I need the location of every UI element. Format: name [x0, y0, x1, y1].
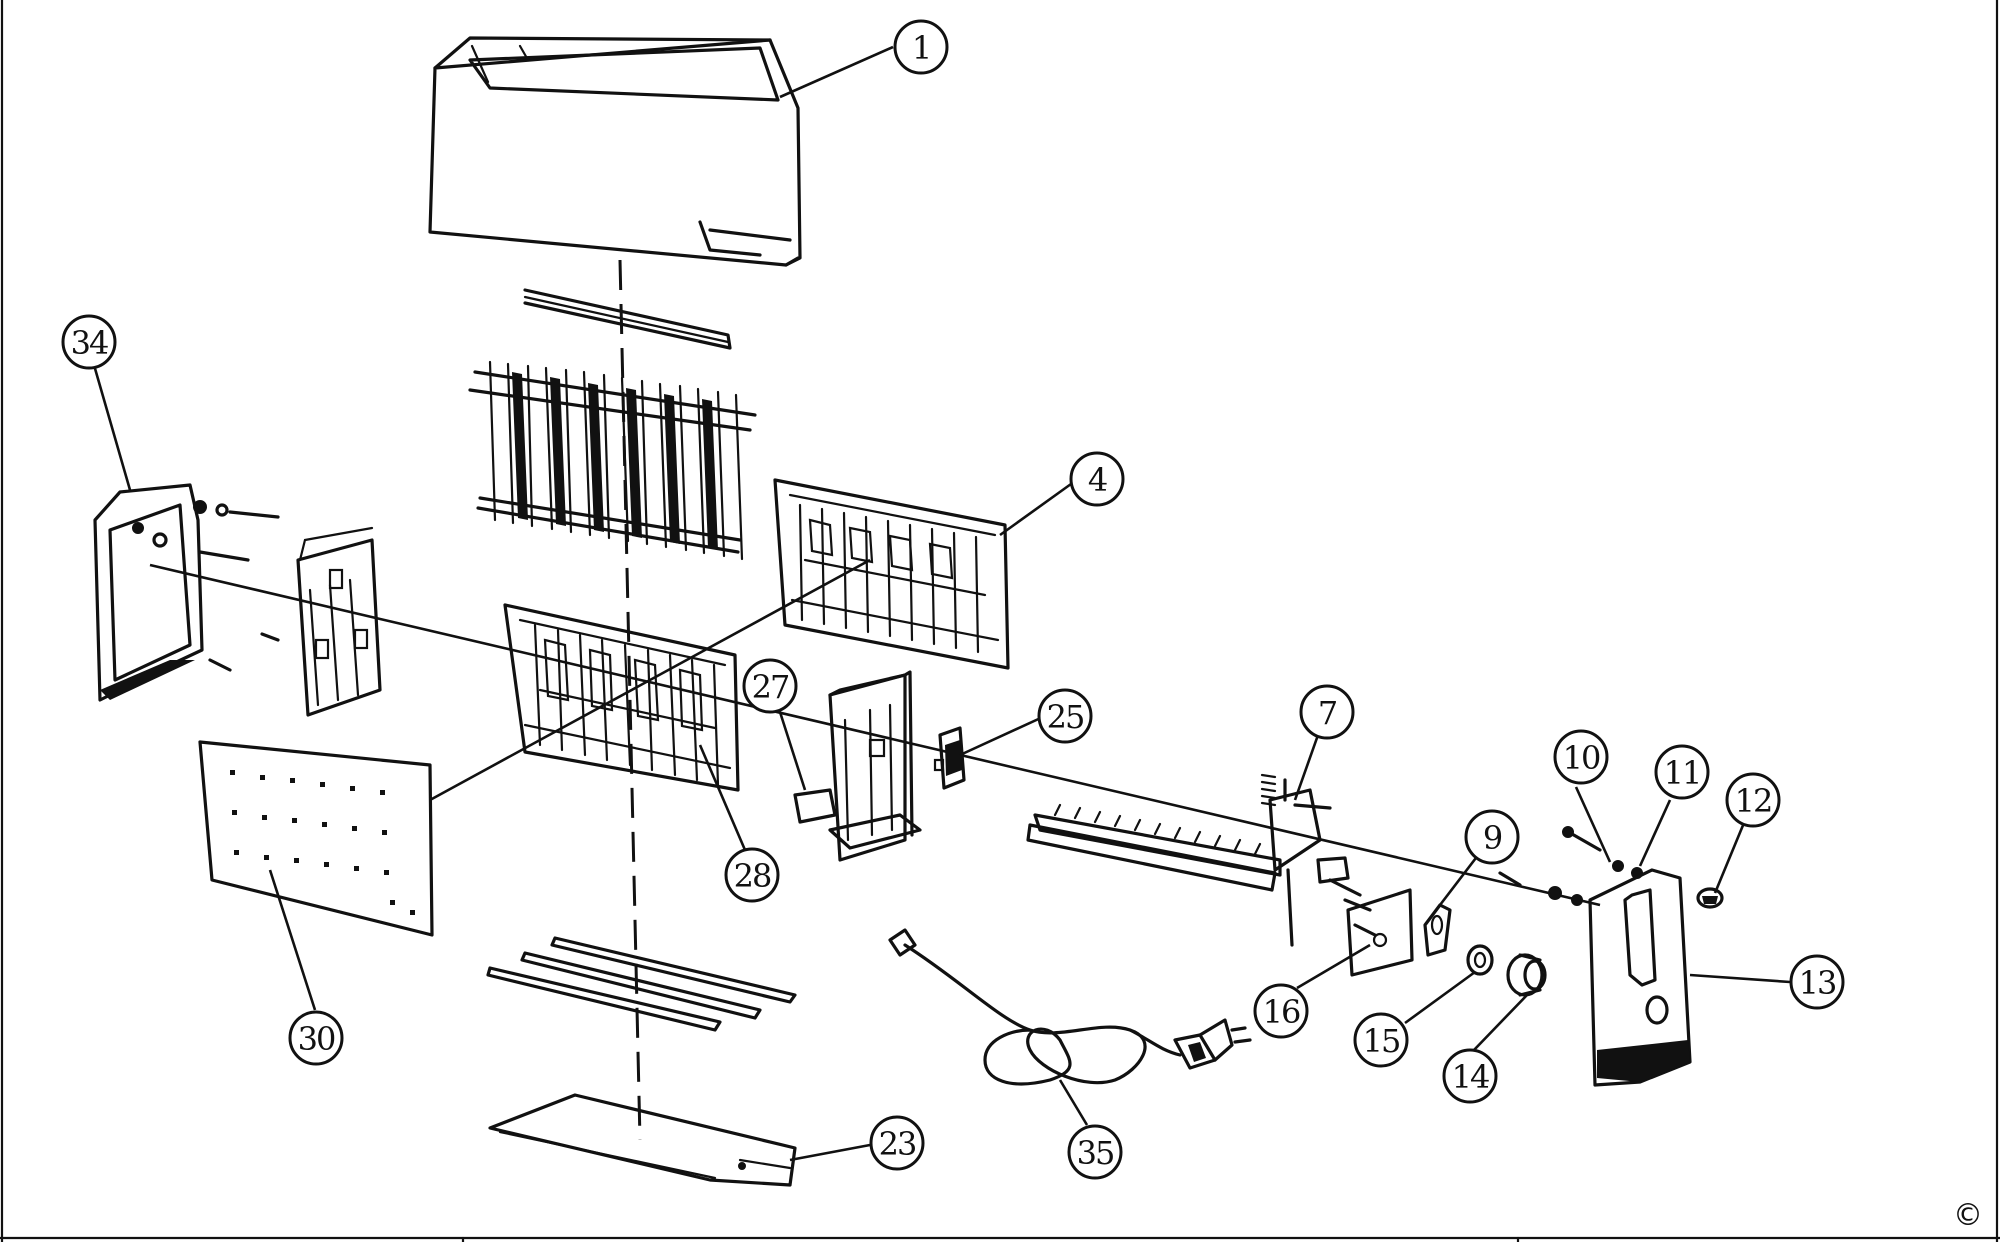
callout-30-label: 30 — [298, 1020, 335, 1058]
callout-10-label: 10 — [1563, 739, 1600, 777]
screws-10-11 — [1498, 826, 1643, 906]
callout-16-label: 16 — [1263, 993, 1300, 1031]
part-12-cap — [1696, 887, 1724, 909]
callout-30: 30 — [288, 1010, 344, 1066]
callout-27-label: 27 — [752, 668, 789, 706]
callout-12-label: 12 — [1735, 782, 1772, 820]
callout-11: 11 — [1654, 744, 1710, 800]
callout-12: 12 — [1725, 772, 1781, 828]
assembly-axis-lines — [149, 259, 1601, 1141]
callout-4-label: 4 — [1088, 461, 1107, 499]
part-1-housing — [428, 36, 802, 267]
callout-16: 16 — [1253, 983, 1309, 1039]
part-15-ring — [1466, 944, 1494, 976]
part-30-reflector-plate — [198, 740, 434, 937]
upper-rods — [523, 288, 732, 350]
part-27-carriage-frame — [793, 670, 922, 862]
part-28-front-element-panel — [503, 603, 740, 792]
callout-4: 4 — [1069, 451, 1125, 507]
part-7-lift-lever-assembly — [1026, 773, 1350, 947]
callout-11-label: 11 — [1664, 754, 1701, 792]
callout-13-label: 13 — [1799, 964, 1836, 1002]
part-35-power-cord — [888, 928, 1252, 1086]
callout-7: 7 — [1299, 684, 1355, 740]
callout-35: 35 — [1067, 1124, 1123, 1180]
part-25-switch-block — [933, 726, 966, 790]
callout-10: 10 — [1553, 729, 1609, 785]
callout-7-label: 7 — [1318, 694, 1337, 732]
callout-9: 9 — [1464, 809, 1520, 865]
copyright-mark: © — [1953, 1198, 1983, 1233]
callout-23-label: 23 — [879, 1125, 916, 1163]
callout-34-label: 34 — [71, 324, 108, 362]
callout-27: 27 — [742, 658, 798, 714]
callout-35-label: 35 — [1077, 1134, 1114, 1172]
part-4-rear-element-panel — [773, 478, 1010, 670]
callout-9-label: 9 — [1483, 819, 1502, 857]
part-14-button — [1506, 953, 1547, 997]
part-13-right-end-cap — [1588, 868, 1692, 1087]
callout-1: 1 — [893, 19, 949, 75]
callout-13: 13 — [1789, 954, 1845, 1010]
callout-15: 15 — [1353, 1012, 1409, 1068]
callout-23: 23 — [869, 1115, 925, 1171]
callout-1-label: 1 — [912, 29, 930, 67]
part-9-control-knob — [1423, 903, 1452, 957]
callout-14: 14 — [1442, 1048, 1498, 1104]
heating-grid — [468, 360, 757, 561]
callout-34: 34 — [61, 314, 117, 370]
callout-28-label: 28 — [734, 857, 771, 895]
left-inner-bracket — [296, 526, 382, 717]
callout-15-label: 15 — [1363, 1022, 1400, 1060]
bottom-slide-rails — [486, 936, 797, 1032]
callout-leaders — [92, 45, 1791, 1162]
callout-28: 28 — [724, 847, 780, 903]
part-34-left-end-cap — [93, 483, 280, 702]
callout-14-label: 14 — [1452, 1058, 1489, 1096]
part-23-crumb-tray — [488, 1093, 797, 1187]
callout-25-label: 25 — [1047, 698, 1084, 736]
callout-25: 25 — [1037, 688, 1093, 744]
part-16-circuit-board — [1328, 878, 1414, 977]
